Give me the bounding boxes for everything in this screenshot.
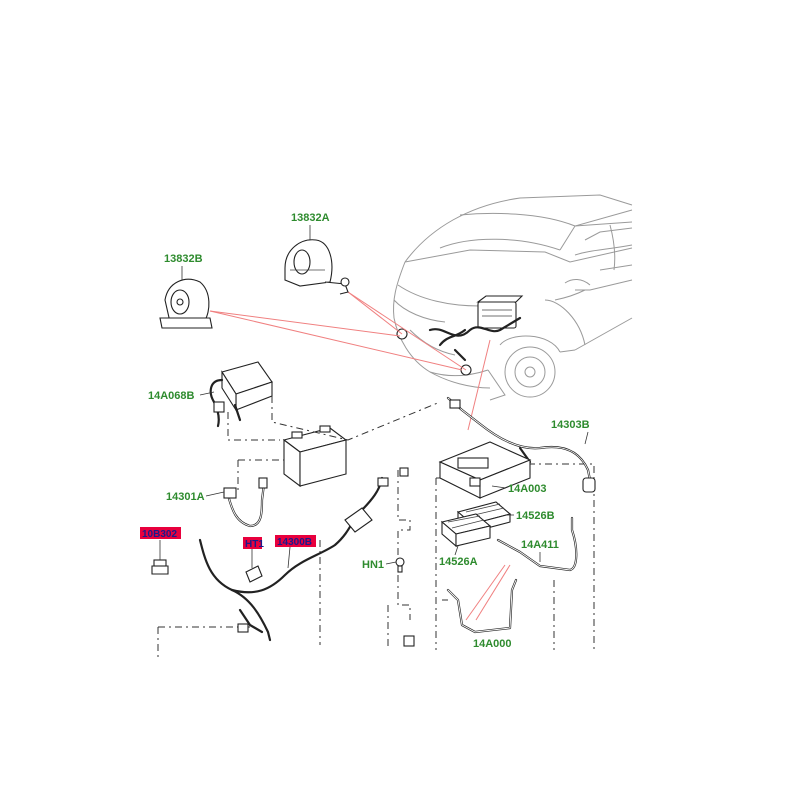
nut-hn1 — [395, 557, 405, 573]
label-leaders — [159, 225, 589, 569]
label-13832b: 13832B — [164, 253, 203, 265]
label-13832a: 13832A — [291, 212, 330, 224]
leader-lines — [209, 291, 511, 621]
dashed-connection-lines — [157, 396, 595, 660]
battery — [282, 425, 348, 488]
label-14526a: 14526A — [439, 556, 478, 568]
label-14300b: 14300B — [277, 537, 312, 548]
harness-14300b — [198, 467, 409, 642]
label-ht1: HT1 — [245, 539, 264, 550]
horn-13832b — [159, 278, 213, 329]
highlight-ht1-box — [243, 537, 262, 549]
label-14a068b: 14A068B — [148, 390, 195, 402]
small-connectors — [237, 623, 415, 647]
battery-clamp-10b302 — [151, 559, 169, 575]
label-14a411: 14A411 — [521, 539, 559, 551]
module-14a068b — [209, 361, 273, 428]
label-14301a: 14301A — [166, 491, 205, 503]
label-14a000-cut: 14A000 — [473, 638, 512, 650]
cable-14303b — [446, 396, 596, 493]
harness-14301a — [223, 477, 268, 528]
label-14526b: 14526B — [516, 510, 555, 522]
label-14a003: 14A003 — [508, 483, 547, 495]
label-hn1: HN1 — [362, 559, 384, 571]
junction-box-14a003 — [438, 441, 532, 499]
label-10b302: 10B302 — [142, 529, 177, 540]
horn-13832a — [284, 239, 350, 295]
highlight-10b302-box — [140, 527, 181, 539]
terminal-ht1 — [245, 565, 263, 583]
label-14303b: 14303B — [551, 419, 590, 431]
labels: 13832A 13832B 14A068B 14303B 14301A 14A0… — [148, 212, 590, 650]
fuse-block-14526a — [440, 513, 492, 548]
highlight-14300b-box — [275, 535, 316, 547]
cable-14a411 — [446, 516, 578, 634]
highlighted-labels: 10B302 HT1 14300B — [140, 527, 316, 550]
